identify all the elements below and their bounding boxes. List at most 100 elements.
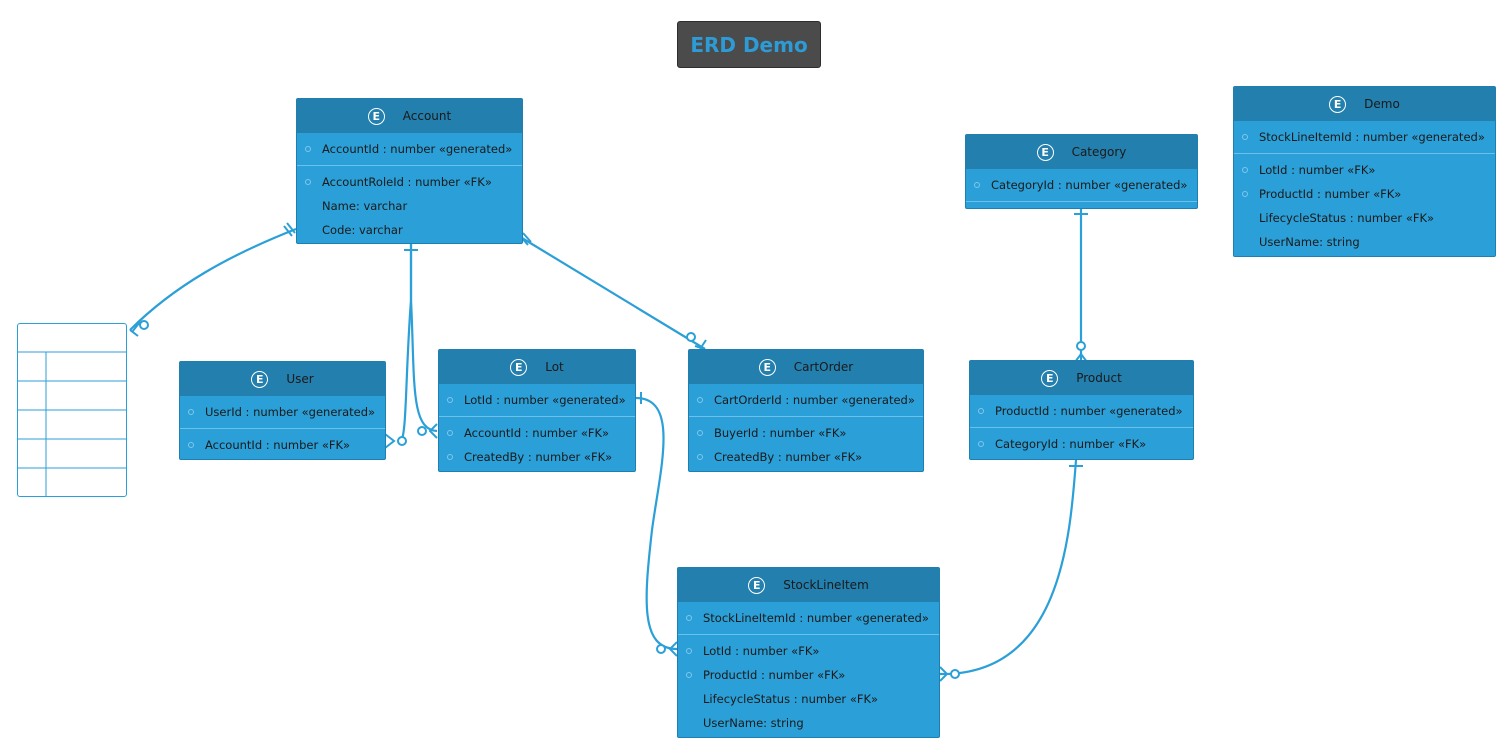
entity-header: E CartOrder	[689, 350, 923, 384]
attribute-dot-icon	[305, 146, 311, 152]
entity-badge-icon: E	[510, 358, 528, 376]
field-section: AccountId : number «FK»	[180, 428, 385, 459]
field-row: UserName: string	[678, 711, 939, 735]
attribute-dot-icon	[1242, 191, 1248, 197]
entity-header: E Demo	[1234, 87, 1495, 121]
field-row: AccountId : number «FK»	[439, 421, 635, 445]
key-row: StockLineItemId : number «generated»	[1234, 125, 1495, 149]
field-row: ProductId : number «FK»	[1234, 182, 1495, 206]
field-row: UserName: string	[1234, 230, 1495, 254]
attribute-text: CreatedBy : number «FK»	[714, 450, 863, 464]
attribute-dot-icon	[1242, 167, 1248, 173]
attribute-text: ProductId : number «FK»	[1259, 187, 1402, 201]
link-account-emptytable	[129, 227, 297, 331]
attribute-dot-icon	[686, 648, 692, 654]
entity-user[interactable]: E User UserId : number «generated» Accou…	[179, 361, 386, 460]
field-section: AccountRoleId : number «FK» Name: varcha…	[297, 165, 522, 243]
field-section: LotId : number «FK» ProductId : number «…	[678, 634, 939, 737]
entity-name: Demo	[1364, 97, 1400, 111]
attribute-text: Code: varchar	[322, 223, 403, 237]
field-row: CreatedBy : number «FK»	[439, 445, 635, 469]
key-row: StockLineItemId : number «generated»	[678, 606, 939, 630]
attribute-text: CreatedBy : number «FK»	[464, 450, 613, 464]
field-row: LifecycleStatus : number «FK»	[678, 687, 939, 711]
link-lot-stocklineitem	[635, 396, 678, 651]
attribute-text: LotId : number «generated»	[464, 393, 626, 407]
entity-name: Product	[1076, 371, 1122, 385]
key-section: UserId : number «generated»	[180, 396, 385, 428]
attribute-text: ProductId : number «generated»	[995, 404, 1183, 418]
field-section	[966, 201, 1197, 206]
key-section: AccountId : number «generated»	[297, 133, 522, 165]
attribute-text: CartOrderId : number «generated»	[714, 393, 915, 407]
attribute-dot-icon	[1242, 134, 1248, 140]
attribute-text: BuyerId : number «FK»	[714, 426, 847, 440]
attribute-dot-icon	[188, 409, 194, 415]
key-row: LotId : number «generated»	[439, 388, 635, 412]
entity-account[interactable]: E Account AccountId : number «generated»…	[296, 98, 523, 244]
attribute-dot-icon	[697, 397, 703, 403]
entity-name: CartOrder	[793, 360, 854, 374]
diagram-title-box: ERD Demo	[677, 21, 821, 68]
field-row: LotId : number «FK»	[1234, 158, 1495, 182]
entity-name: Category	[1071, 145, 1127, 159]
field-row: Code: varchar	[297, 218, 522, 242]
field-row: CreatedBy : number «FK»	[689, 445, 923, 469]
entity-header: E StockLineItem	[678, 568, 939, 602]
field-section: AccountId : number «FK» CreatedBy : numb…	[439, 416, 635, 471]
field-section: BuyerId : number «FK» CreatedBy : number…	[689, 416, 923, 471]
entity-header: E User	[180, 362, 385, 396]
attribute-dot-icon	[974, 182, 980, 188]
attribute-dot-icon	[447, 430, 453, 436]
entity-name: User	[286, 372, 314, 386]
link-account-lot	[409, 244, 438, 433]
attribute-text: LotId : number «FK»	[1259, 163, 1376, 177]
field-row: ProductId : number «FK»	[678, 663, 939, 687]
key-row: AccountId : number «generated»	[297, 137, 522, 161]
entity-cartorder[interactable]: E CartOrder CartOrderId : number «genera…	[688, 349, 924, 472]
attribute-text: CategoryId : number «generated»	[991, 178, 1188, 192]
key-section: CartOrderId : number «generated»	[689, 384, 923, 416]
key-section: StockLineItemId : number «generated»	[1234, 121, 1495, 153]
attribute-dot-icon	[188, 442, 194, 448]
attribute-text: UserName: string	[703, 716, 804, 730]
attribute-text: UserName: string	[1259, 235, 1360, 249]
field-section: CategoryId : number «FK»	[970, 427, 1193, 459]
attribute-text: AccountRoleId : number «FK»	[322, 175, 492, 189]
attribute-dot-icon	[686, 672, 692, 678]
attribute-text: StockLineItemId : number «generated»	[703, 611, 929, 625]
attribute-text: UserId : number «generated»	[205, 405, 376, 419]
entity-product[interactable]: E Product ProductId : number «generated»…	[969, 360, 1194, 460]
attribute-dot-icon	[305, 179, 311, 185]
entity-badge-icon: E	[1041, 369, 1059, 387]
entity-lot[interactable]: E Lot LotId : number «generated» Account…	[438, 349, 636, 472]
entity-header: E Lot	[439, 350, 635, 384]
link-account-user	[399, 244, 413, 443]
attribute-dot-icon	[447, 397, 453, 403]
entity-stocklineitem[interactable]: E StockLineItem StockLineItemId : number…	[677, 567, 940, 738]
field-row: Name: varchar	[297, 194, 522, 218]
key-row: UserId : number «generated»	[180, 400, 385, 424]
entity-badge-icon: E	[1329, 95, 1347, 113]
attribute-dot-icon	[978, 441, 984, 447]
attribute-dot-icon	[697, 454, 703, 460]
attribute-text: AccountId : number «FK»	[464, 426, 610, 440]
link-account-cartorder	[521, 237, 706, 350]
attribute-text: CategoryId : number «FK»	[995, 437, 1147, 451]
entity-header: E Category	[966, 135, 1197, 169]
field-section: LotId : number «FK» ProductId : number «…	[1234, 153, 1495, 256]
field-row: LifecycleStatus : number «FK»	[1234, 206, 1495, 230]
key-row: ProductId : number «generated»	[970, 399, 1193, 423]
link-product-stocklineitem	[939, 459, 1078, 676]
field-row: AccountRoleId : number «FK»	[297, 170, 522, 194]
entity-name: Account	[402, 109, 452, 123]
entity-category[interactable]: E Category CategoryId : number «generate…	[965, 134, 1198, 209]
entity-badge-icon: E	[251, 370, 269, 388]
attribute-text: LifecycleStatus : number «FK»	[1259, 211, 1435, 225]
attribute-text: LotId : number «FK»	[703, 644, 820, 658]
attribute-text: Name: varchar	[322, 199, 408, 213]
key-row: CategoryId : number «generated»	[966, 173, 1197, 197]
attribute-text: LifecycleStatus : number «FK»	[703, 692, 879, 706]
entity-demo[interactable]: E Demo StockLineItemId : number «generat…	[1233, 86, 1496, 257]
